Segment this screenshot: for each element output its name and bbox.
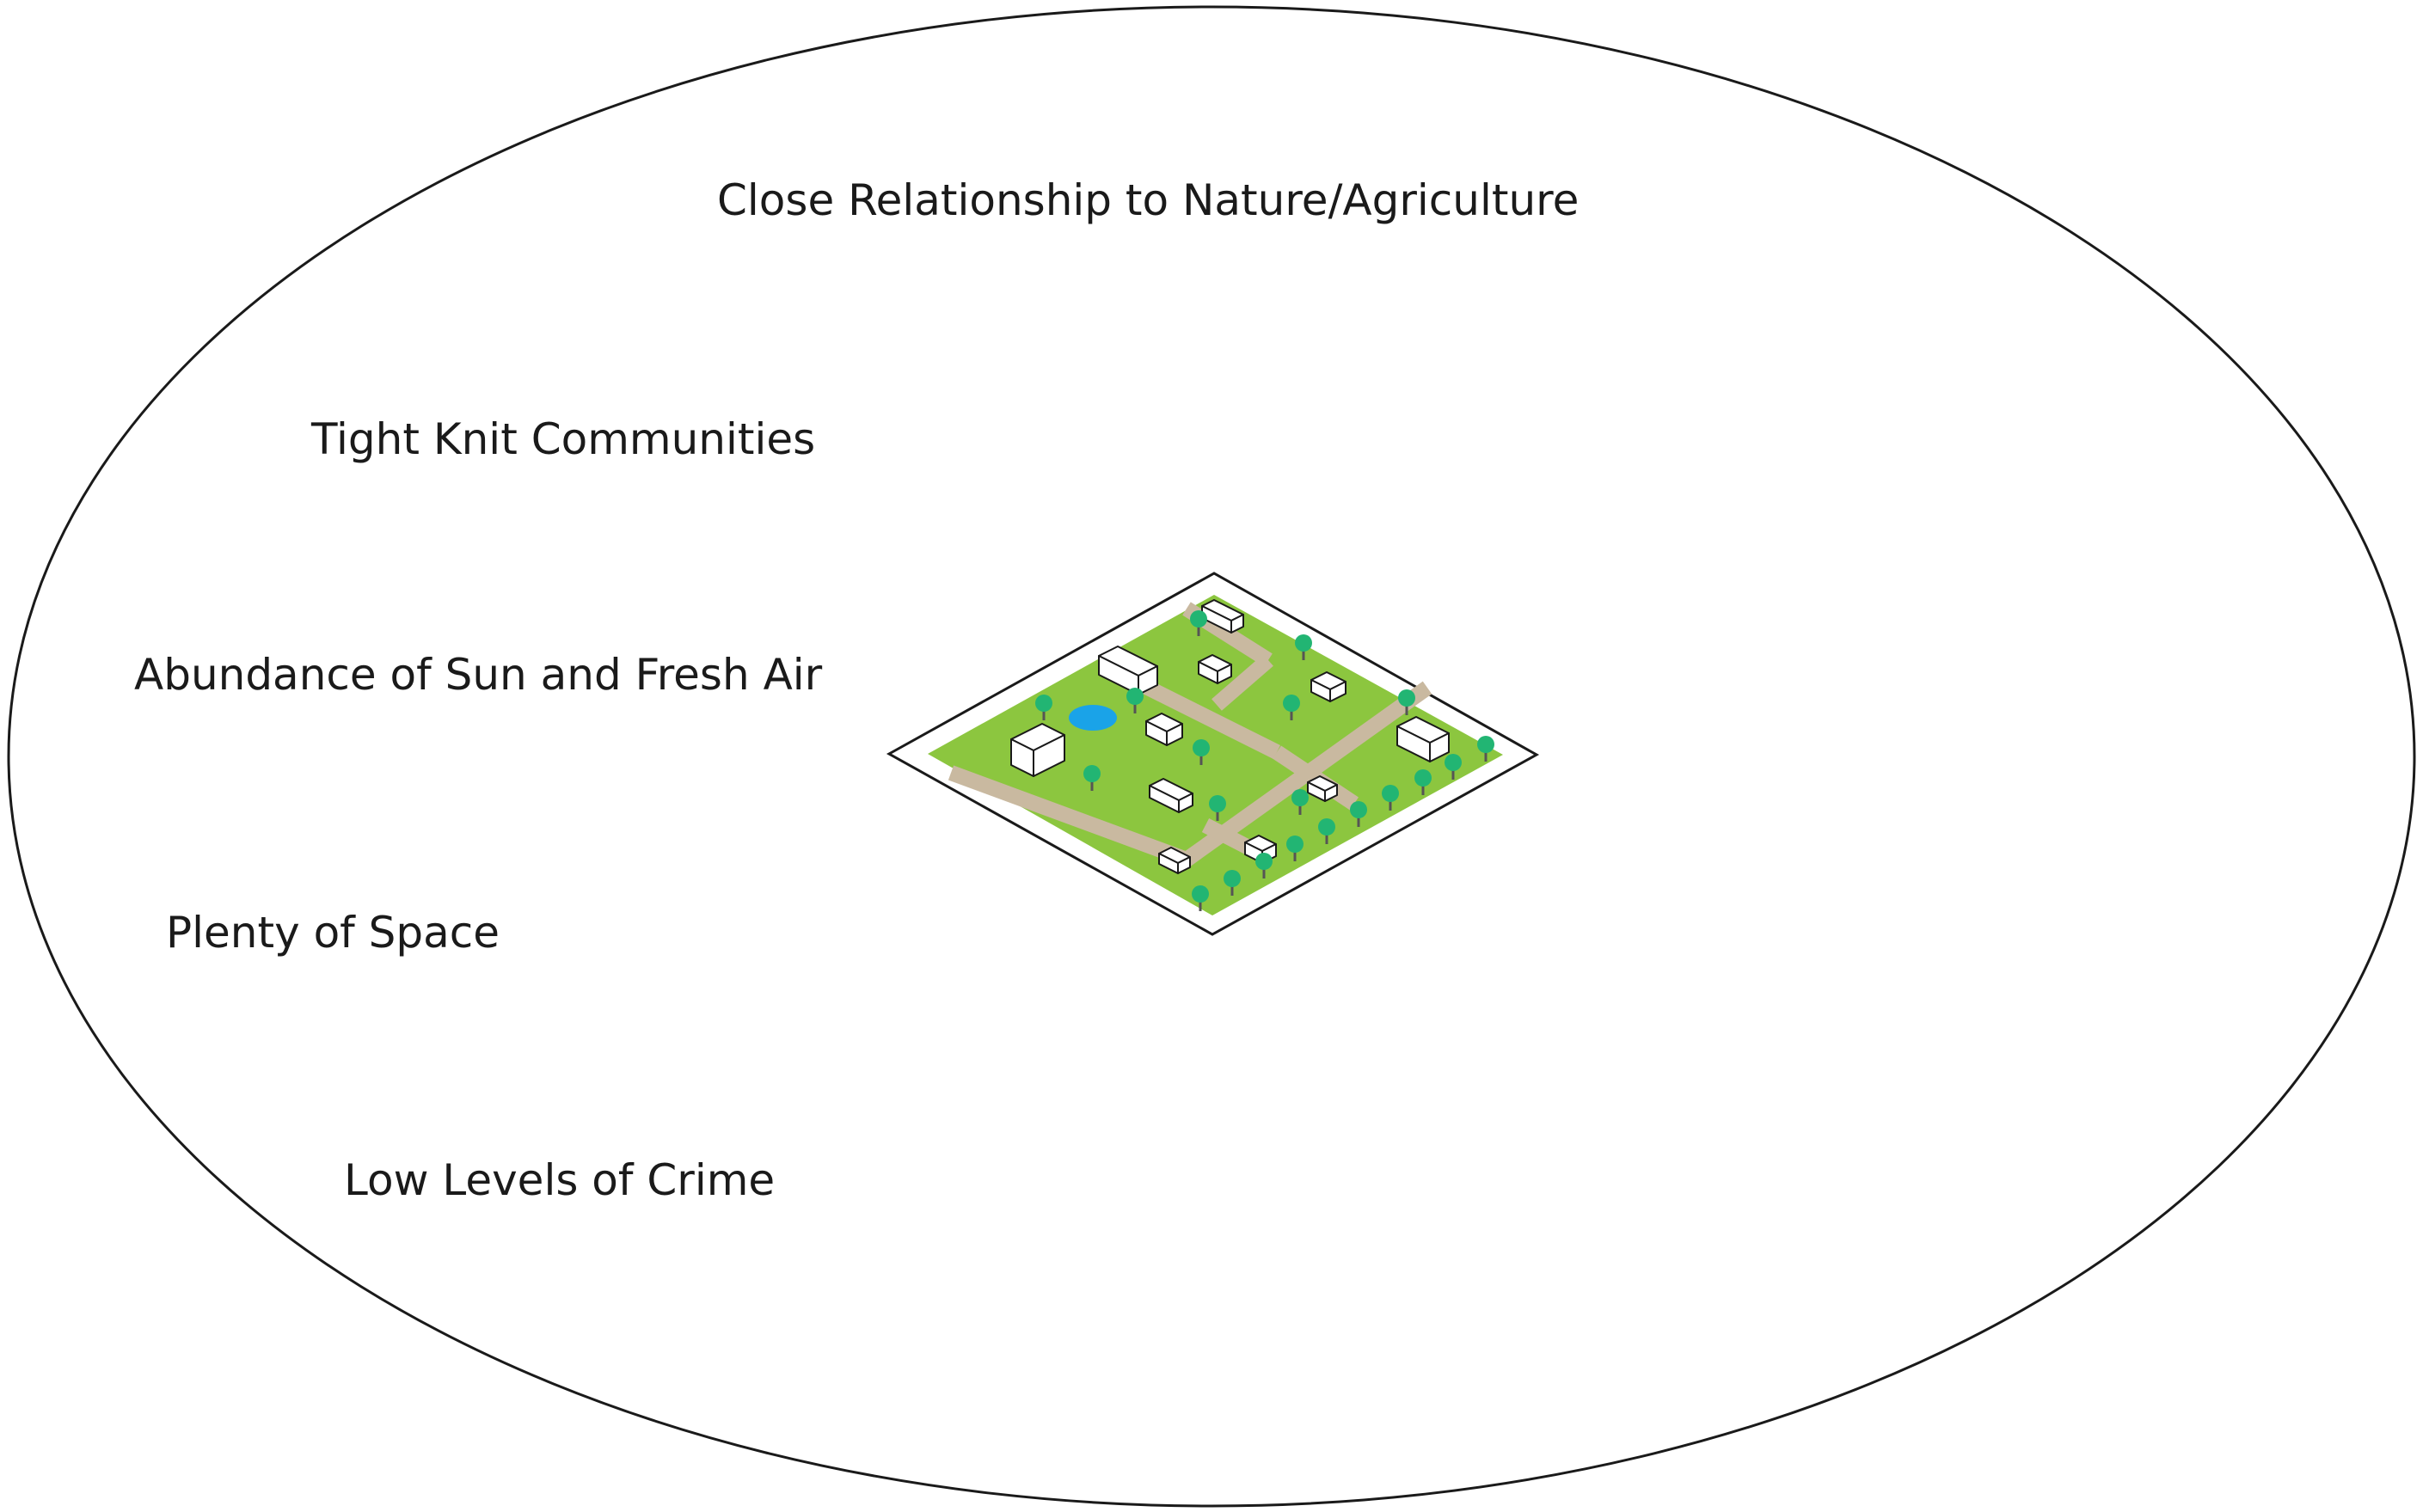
tree-icon	[1193, 739, 1210, 765]
tree-icon	[1192, 885, 1209, 911]
house-icon	[1149, 778, 1193, 813]
tree-icon	[1295, 634, 1312, 660]
tree-icon	[1477, 736, 1494, 762]
tree-icon	[1291, 789, 1309, 815]
tree-icon	[1035, 695, 1052, 720]
diagram-title: Close Relationship to Nature/Agriculture	[717, 175, 1580, 225]
tree-icon	[1318, 818, 1335, 844]
house-icon	[1010, 723, 1065, 777]
tree-icon	[1224, 870, 1241, 896]
attribute-low-crime: Low Levels of Crime	[344, 1155, 776, 1205]
tree-icon	[1382, 785, 1399, 811]
village-grass	[928, 595, 1503, 915]
tree-icon	[1209, 795, 1226, 821]
tree-icon	[1398, 689, 1415, 715]
house-icon	[1158, 847, 1191, 874]
outer-ellipse	[7, 5, 2416, 1508]
tree-icon	[1190, 610, 1207, 636]
attribute-tight-knit-communities: Tight Knit Communities	[311, 414, 816, 464]
house-icon	[1201, 599, 1244, 634]
pond	[1069, 705, 1117, 731]
attribute-plenty-of-space: Plenty of Space	[166, 908, 500, 958]
house-icon	[1310, 671, 1346, 702]
attribute-sun-fresh-air: Abundance of Sun and Fresh Air	[134, 650, 823, 700]
tree-icon	[1255, 853, 1273, 878]
tree-icon	[1350, 801, 1367, 827]
tree-icon	[1286, 836, 1304, 861]
tree-icon	[1126, 688, 1144, 713]
tree-icon	[1414, 769, 1432, 795]
village-trees	[1035, 610, 1494, 911]
tree-icon	[1083, 765, 1101, 791]
house-icon	[1396, 716, 1450, 762]
tree-icon	[1445, 754, 1462, 780]
house-icon	[1307, 775, 1338, 802]
tree-icon	[1283, 695, 1300, 720]
isometric-village-icon	[886, 572, 1540, 936]
house-icon	[1145, 713, 1183, 746]
house-icon	[1198, 654, 1232, 684]
village-buildings	[1010, 599, 1450, 874]
